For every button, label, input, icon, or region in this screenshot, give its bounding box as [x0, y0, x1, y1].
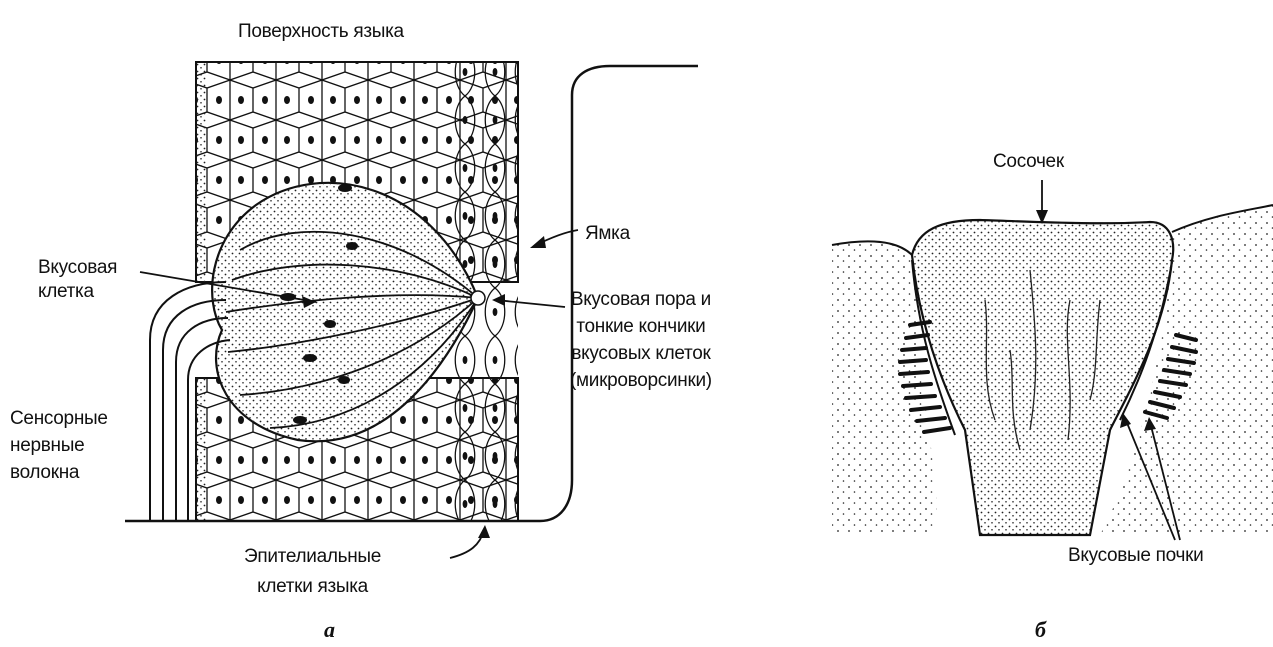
label-tongue-surface: Поверхность языка: [238, 20, 404, 44]
label-papilla: Сосочек: [993, 150, 1064, 174]
label-taste-cell: Вкусовая клетка: [38, 256, 117, 304]
label-taste-buds: Вкусовые почки: [1068, 544, 1203, 568]
label-taste-pore: Вкусовая пора и тонкие кончики вкусовых …: [570, 286, 712, 394]
panel-letter-b: б: [1035, 617, 1046, 643]
taste-pore: [471, 291, 485, 305]
label-nerve-fibers: Сенсорные нервные волокна: [10, 405, 108, 486]
panel-letter-a: а: [324, 617, 335, 643]
panel-b-drawing: [832, 180, 1273, 540]
label-epithelial-cells: Эпителиальные клетки языка: [244, 542, 381, 602]
label-pit: Ямка: [585, 222, 630, 246]
